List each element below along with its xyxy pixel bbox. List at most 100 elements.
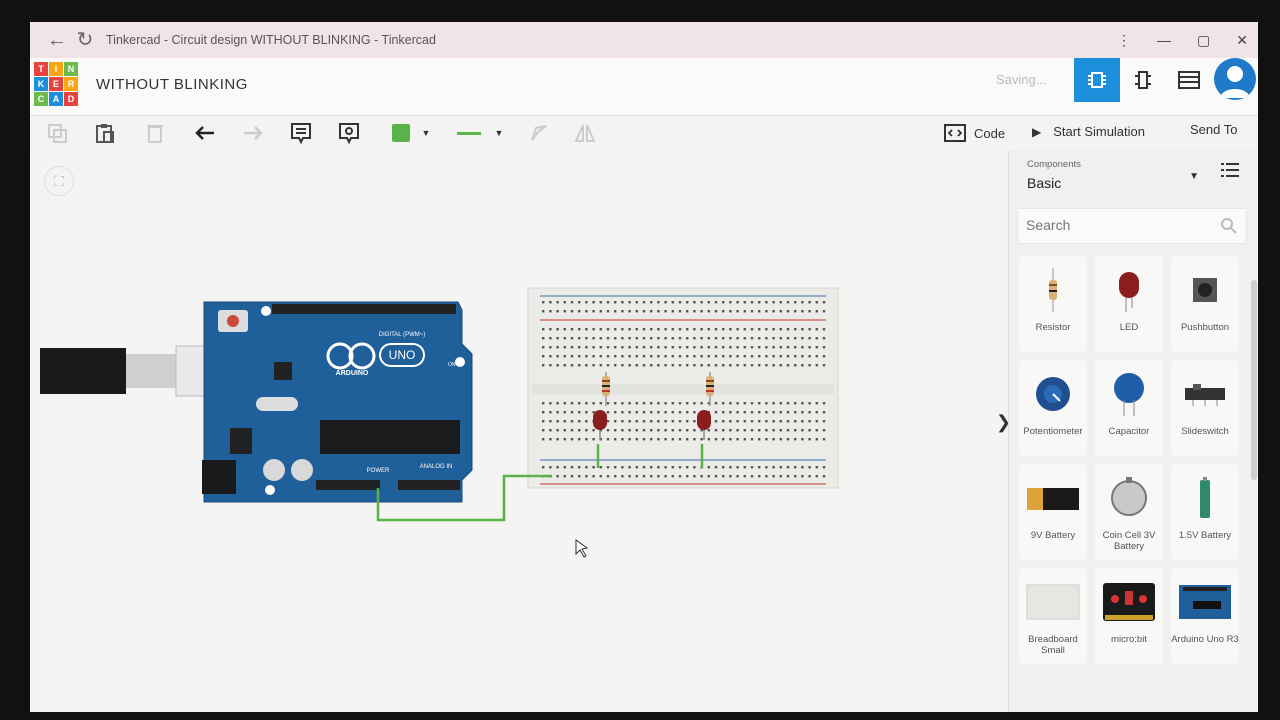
logo-letter: E xyxy=(49,77,63,91)
component-card-breadboard-small[interactable]: Breadboard Small xyxy=(1019,568,1087,664)
fit-view-icon: ⛶ xyxy=(54,172,64,189)
components-dropdown-value: Basic xyxy=(1027,175,1062,191)
close-icon[interactable]: ✕ xyxy=(1236,31,1248,48)
wire-type-picker[interactable]: ▼ xyxy=(452,120,508,146)
start-simulation-label: Start Simulation xyxy=(1053,124,1145,139)
component-card-led[interactable]: LED xyxy=(1095,256,1163,352)
logo-letter: K xyxy=(34,77,48,91)
component-card-arduino-uno[interactable]: Arduino Uno R3 xyxy=(1171,568,1239,664)
toggle-notes-button[interactable] xyxy=(336,120,362,146)
paste-button[interactable] xyxy=(92,120,118,146)
resistor-2[interactable] xyxy=(706,372,714,406)
panel-scrollbar[interactable] xyxy=(1251,280,1257,480)
design-title[interactable]: WITHOUT BLINKING xyxy=(96,76,248,93)
led-1[interactable] xyxy=(593,410,607,440)
note-icon xyxy=(291,123,311,145)
app-header: T I N K E R C A D WITHOUT BLINKING Savin… xyxy=(30,58,1258,116)
refresh-icon[interactable]: ↻ xyxy=(76,29,94,51)
color-picker[interactable]: ▼ xyxy=(386,120,436,146)
browser-title-bar: ← ↻ Tinkercad - Circuit design WITHOUT B… xyxy=(30,22,1258,58)
search-box xyxy=(1017,208,1247,244)
table-icon xyxy=(1178,71,1200,89)
search-input[interactable] xyxy=(1026,217,1206,233)
start-simulation-button[interactable]: ▶ Start Simulation xyxy=(1032,124,1145,139)
rotate-icon xyxy=(531,125,547,141)
toolbar: ▼ ▼ Code ▶ Start Simulation Send To xyxy=(30,116,1258,150)
arduino-uno-board[interactable]: UNO ARDUINO DIGITAL (PWM~) POWER ANALOG … xyxy=(202,301,473,503)
code-button[interactable]: Code xyxy=(944,124,1005,142)
component-label: Arduino Uno R3 xyxy=(1171,634,1239,645)
logo-letter: D xyxy=(64,92,78,106)
trash-icon xyxy=(147,125,163,143)
chevron-down-icon: ▼ xyxy=(421,128,431,138)
schematic-view-button[interactable] xyxy=(1120,58,1166,102)
search-icon[interactable] xyxy=(1220,217,1238,235)
components-dropdown[interactable]: Components Basic ▼ xyxy=(1015,154,1205,198)
code-icon xyxy=(944,124,966,142)
collapse-panel-chevron-icon[interactable]: ❯ xyxy=(996,412,1012,432)
back-arrow-icon[interactable]: ← xyxy=(47,29,67,51)
potentiometer-icon xyxy=(1019,364,1087,424)
maximize-icon[interactable]: ▢ xyxy=(1197,31,1211,48)
component-card-resistor[interactable]: Resistor xyxy=(1019,256,1087,352)
copy-button[interactable] xyxy=(44,120,70,146)
undo-button[interactable] xyxy=(192,120,218,146)
component-label: Slideswitch xyxy=(1181,426,1229,437)
chevron-down-icon: ▼ xyxy=(494,128,504,138)
component-card-9v-battery[interactable]: 9V Battery xyxy=(1019,464,1087,560)
component-card-potentiometer[interactable]: Potentiometer xyxy=(1019,360,1087,456)
rotate-button[interactable] xyxy=(526,120,552,146)
component-label: 9V Battery xyxy=(1030,530,1076,541)
coin-cell-icon xyxy=(1095,468,1163,528)
minimize-icon[interactable]: — xyxy=(1157,32,1172,48)
tinkercad-logo[interactable]: T I N K E R C A D xyxy=(34,62,78,106)
workplane[interactable]: ⛶ xyxy=(30,150,1005,712)
component-label: Potentiometer xyxy=(1023,426,1083,437)
redo-button[interactable] xyxy=(240,120,266,146)
user-avatar[interactable] xyxy=(1214,58,1256,100)
fit-view-button[interactable]: ⛶ xyxy=(44,166,74,196)
pushbutton-icon xyxy=(1171,260,1239,320)
code-label: Code xyxy=(974,125,1006,141)
window-controls: ⋮ — ▢ ✕ xyxy=(1117,22,1248,58)
component-label: Breadboard Small xyxy=(1028,634,1078,656)
component-label: Capacitor xyxy=(1108,426,1150,437)
resistor-1[interactable] xyxy=(602,372,610,406)
logo-letter: I xyxy=(49,62,63,76)
schematic-icon xyxy=(1135,71,1151,89)
component-card-1-5v-battery[interactable]: 1.5V Battery xyxy=(1171,464,1239,560)
component-label: 1.5V Battery xyxy=(1178,530,1232,541)
send-to-button[interactable]: Send To xyxy=(1190,122,1237,137)
component-card-microbit[interactable]: micro:bit xyxy=(1095,568,1163,664)
components-panel: Components Basic ▼ Resistor LED xyxy=(1008,150,1258,712)
circuit-view-button[interactable] xyxy=(1074,58,1120,102)
arduino-icon xyxy=(1171,572,1239,632)
more-options-icon[interactable]: ⋮ xyxy=(1117,31,1132,48)
wires[interactable] xyxy=(376,444,704,522)
list-view-icon[interactable] xyxy=(1221,162,1239,178)
flip-button[interactable] xyxy=(572,120,598,146)
led-2[interactable] xyxy=(697,410,711,440)
window-title: Tinkercad - Circuit design WITHOUT BLINK… xyxy=(106,33,436,47)
undo-icon xyxy=(195,126,214,140)
paste-icon xyxy=(96,124,114,143)
copy-icon xyxy=(48,124,67,143)
digital-label: DIGITAL (PWM~) xyxy=(379,332,426,338)
component-card-capacitor[interactable]: Capacitor xyxy=(1095,360,1163,456)
logo-letter: T xyxy=(34,62,48,76)
breadboard[interactable] xyxy=(527,287,839,489)
flip-icon xyxy=(574,124,596,142)
user-icon xyxy=(1220,66,1250,98)
component-card-slideswitch[interactable]: Slideswitch xyxy=(1171,360,1239,456)
microbit-icon xyxy=(1095,572,1163,632)
analog-label: ANALOG IN xyxy=(420,464,453,470)
delete-button[interactable] xyxy=(142,120,168,146)
component-card-coin-cell[interactable]: Coin Cell 3V Battery xyxy=(1095,464,1163,560)
circuit-canvas: UNO ARDUINO DIGITAL (PWM~) POWER ANALOG … xyxy=(40,287,839,558)
component-card-pushbutton[interactable]: Pushbutton xyxy=(1171,256,1239,352)
redo-icon xyxy=(244,126,263,140)
component-list-button[interactable] xyxy=(1166,58,1212,102)
notes-button[interactable] xyxy=(288,120,314,146)
logo-letter: R xyxy=(64,77,78,91)
logo-letter: C xyxy=(34,92,48,106)
